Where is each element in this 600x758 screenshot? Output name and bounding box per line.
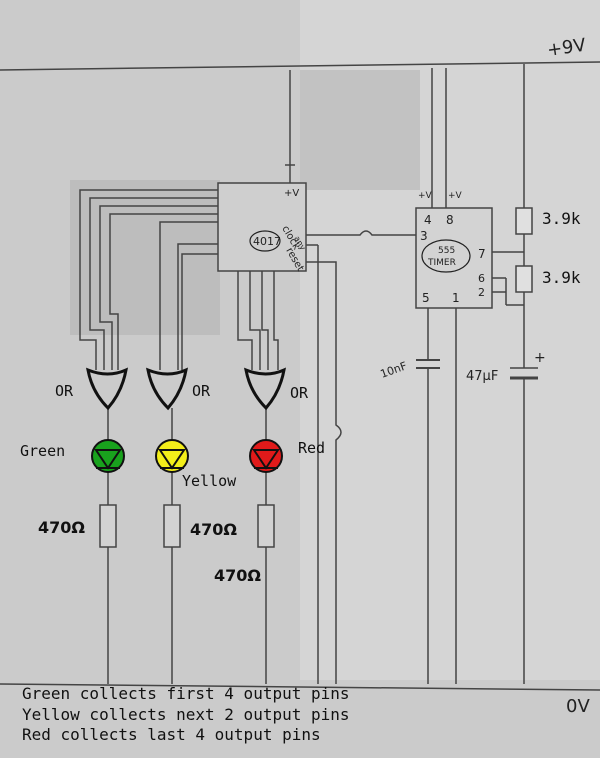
supply-ground-label: 0V	[566, 696, 590, 717]
or-gate-green	[86, 367, 128, 411]
counter-ic	[217, 182, 307, 272]
note-line: Yellow collects next 2 output pins	[22, 704, 350, 724]
timer-vcc-b: +V	[448, 191, 463, 201]
led-resistor-green	[99, 504, 117, 548]
led-label-green: Green	[20, 442, 65, 460]
or-label-green: OR	[55, 382, 74, 400]
resistor-bottom-label: 3.9k	[542, 268, 581, 287]
timer-ic-label-1: 555	[438, 246, 455, 256]
timer-pin-8: 8	[446, 213, 454, 227]
timer-ic-label-2: TIMER	[427, 258, 456, 268]
resistor-bottom	[515, 265, 533, 293]
or-gate-red	[244, 367, 286, 411]
positive-rail	[0, 61, 600, 71]
note-line: Green collects first 4 output pins	[22, 684, 350, 703]
resistor-top	[515, 207, 533, 235]
timer-pin-5: 5	[422, 291, 430, 305]
paper-grey-left	[70, 180, 220, 335]
led-resistor-red-label: 470Ω	[214, 566, 261, 585]
timer-pin-6: 6	[478, 272, 485, 285]
paper-dark-panel	[300, 70, 420, 190]
note-line: Red collects last 4 output pins	[22, 725, 321, 744]
led-label-red: Red	[298, 439, 325, 457]
led-resistor-yellow-label: 470Ω	[190, 520, 237, 539]
led-yellow	[155, 439, 189, 473]
timer-vcc-a: +V	[418, 191, 433, 201]
led-green	[91, 439, 125, 473]
timer-ic	[415, 207, 493, 309]
or-label-red: OR	[290, 384, 309, 402]
timer-pin-2: 2	[478, 286, 485, 299]
capacitor-large-polarity: +	[534, 350, 546, 366]
or-gate-yellow	[146, 367, 188, 411]
timer-pin-1: 1	[452, 291, 460, 305]
timer-pin-7: 7	[478, 247, 486, 261]
led-resistor-green-label: 470Ω	[38, 518, 85, 537]
led-label-yellow: Yellow	[182, 472, 237, 490]
timer-pin-4: 4	[424, 213, 432, 227]
led-resistor-red	[257, 504, 275, 548]
counter-ic-label: 4017	[253, 235, 281, 248]
resistor-top-label: 3.9k	[542, 209, 581, 228]
or-label-yellow: OR	[192, 382, 211, 400]
capacitor-large-label: 47µF	[466, 369, 498, 384]
led-resistor-yellow	[163, 504, 181, 548]
timer-pin-3: 3	[420, 229, 428, 243]
ground-rail	[0, 683, 600, 691]
led-red	[249, 439, 283, 473]
counter-vcc-pin: +V	[284, 188, 299, 199]
